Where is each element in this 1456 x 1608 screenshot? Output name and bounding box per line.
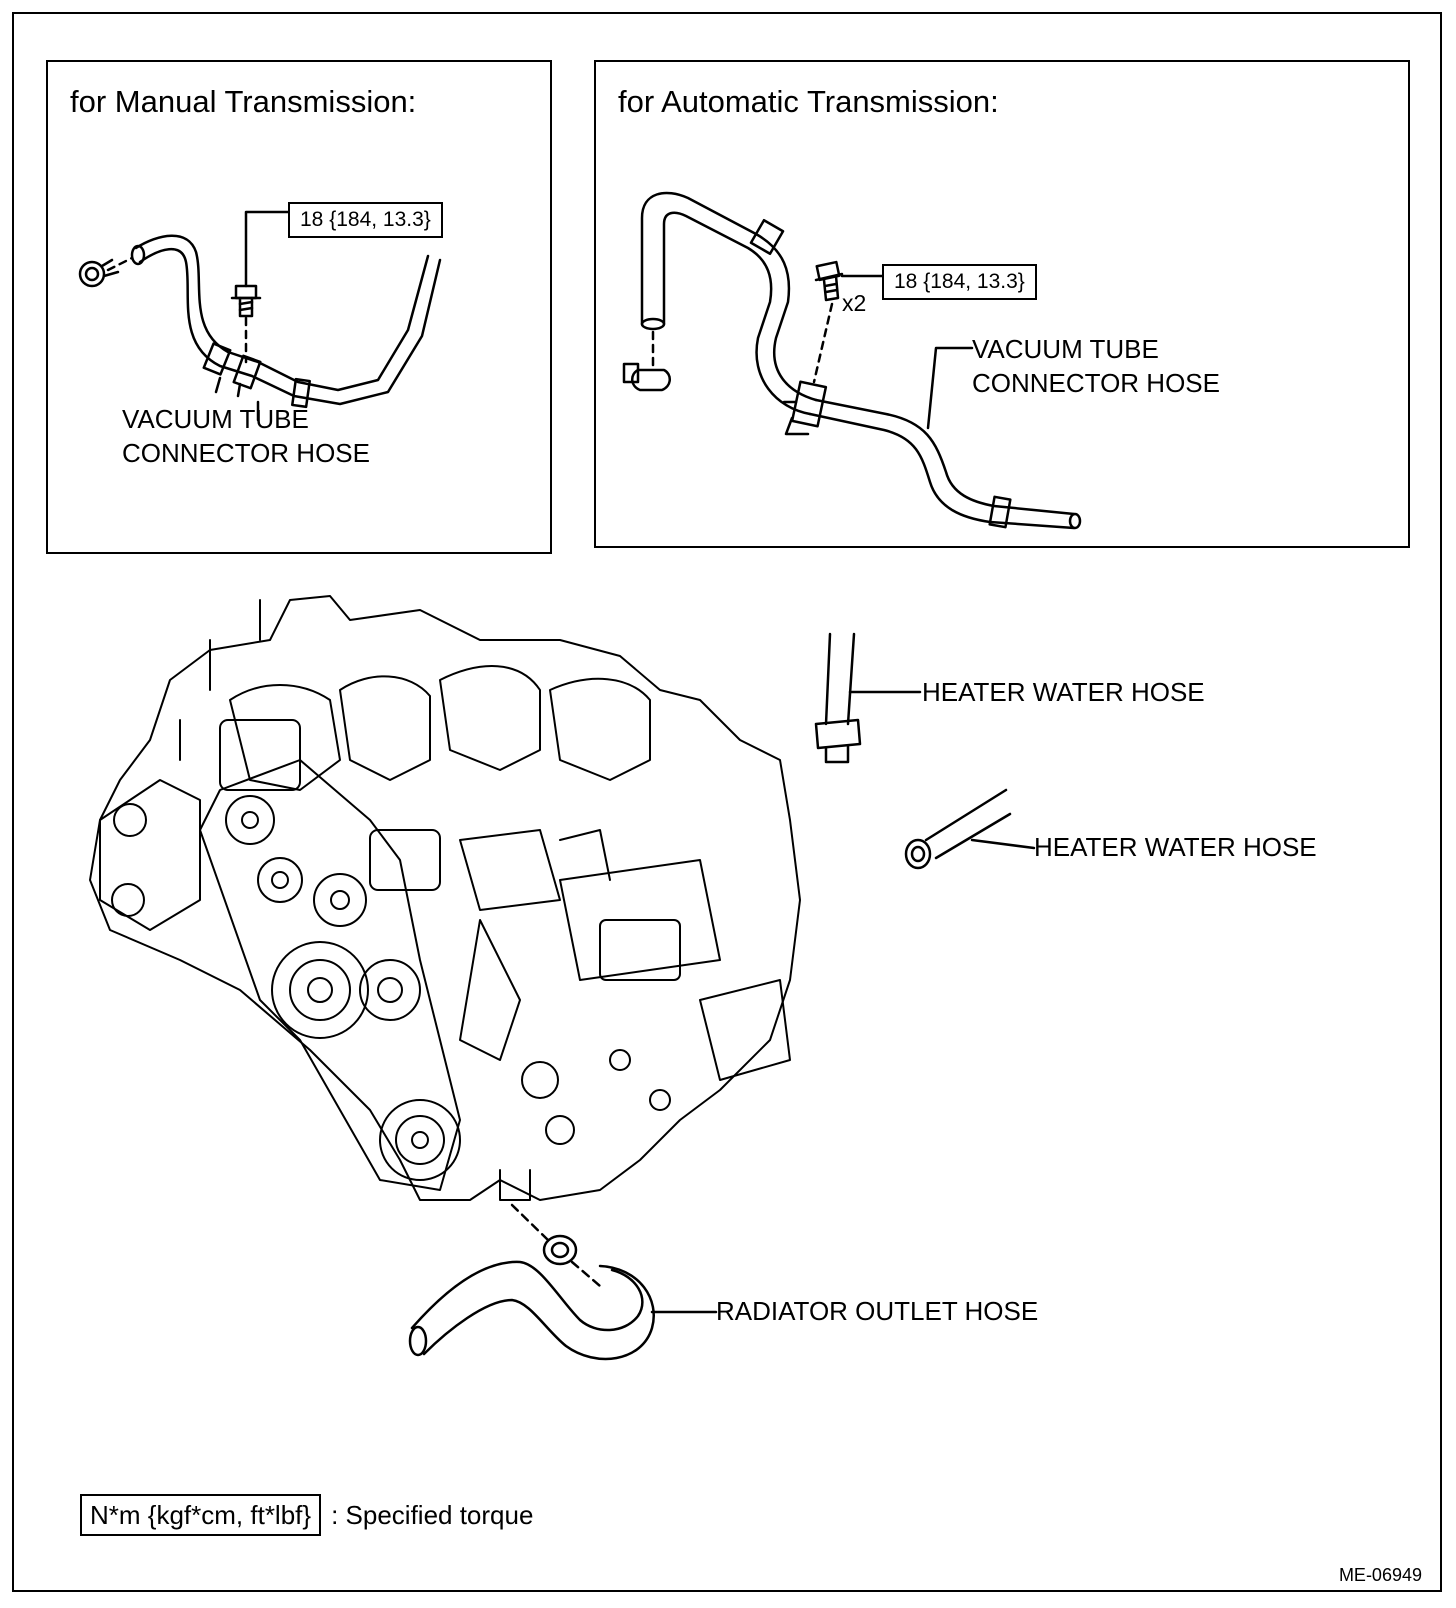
heater-water-hose-label-1: HEATER WATER HOSE <box>922 677 1205 707</box>
automatic-hose-drawing <box>622 191 1082 530</box>
manual-hose-label-line1: VACUUM TUBE <box>122 404 309 434</box>
automatic-inset-title: for Automatic Transmission: <box>618 84 999 119</box>
automatic-transmission-inset: for Automatic Transmission: <box>594 60 1410 548</box>
torque-legend: N*m {kgf*cm, ft*lbf} : Specified torque <box>80 1494 533 1536</box>
heater-water-hose-label-2: HEATER WATER HOSE <box>1034 832 1317 862</box>
diagram-frame <box>12 12 1442 1592</box>
figure-reference-id: ME-06949 <box>1338 1565 1422 1585</box>
manual-inset-title: for Manual Transmission: <box>70 84 417 119</box>
automatic-bolt-quantity: x2 <box>842 290 867 316</box>
manual-transmission-inset: for Manual Transmission: <box>46 60 552 554</box>
manual-torque-spec: 18 {184, 13.3} <box>288 202 443 238</box>
automatic-hose-label-line2: CONNECTOR HOSE <box>972 368 1220 398</box>
manual-hose-drawing <box>78 210 442 422</box>
torque-unit-box: N*m {kgf*cm, ft*lbf} <box>80 1494 322 1536</box>
automatic-torque-spec: 18 {184, 13.3} <box>882 264 1037 300</box>
manual-hose-label-line2: CONNECTOR HOSE <box>122 438 370 468</box>
radiator-outlet-hose-label: RADIATOR OUTLET HOSE <box>716 1296 1039 1326</box>
torque-legend-text: : Specified torque <box>331 1499 534 1530</box>
automatic-hose-label-line1: VACUUM TUBE <box>972 334 1159 364</box>
